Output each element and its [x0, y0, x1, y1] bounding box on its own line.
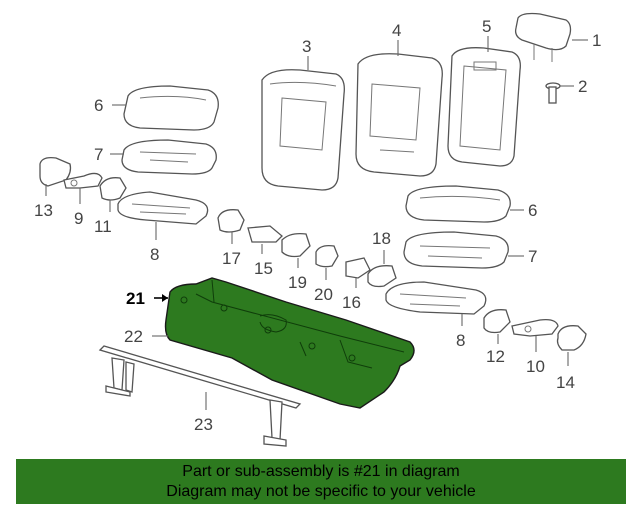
callout-7a: 7	[94, 145, 103, 164]
part-13-trim-cover[interactable]	[39, 156, 72, 187]
part-12-cover[interactable]	[483, 309, 511, 334]
callout-23: 23	[194, 415, 213, 434]
callout-8a: 8	[150, 245, 159, 264]
part-14-trim-cover[interactable]	[556, 325, 587, 351]
part-6-cushion-cover-right[interactable]	[405, 185, 511, 223]
callout-10: 10	[526, 357, 545, 376]
callout-3: 3	[302, 37, 311, 56]
callout-8b: 8	[456, 331, 465, 350]
part-21-body	[164, 277, 415, 409]
arrow-21	[162, 294, 168, 302]
part-17-cover[interactable]	[217, 209, 245, 233]
part-7-cushion-pad-right[interactable]	[403, 231, 509, 269]
callout-20: 20	[314, 285, 333, 304]
callout-9: 9	[74, 209, 83, 228]
callout-1: 1	[592, 31, 601, 50]
part-3-back-cover[interactable]	[261, 69, 345, 191]
banner-line-1: Part or sub-assembly is #21 in diagram	[182, 463, 460, 480]
callout-13: 13	[34, 201, 53, 220]
callout-15: 15	[254, 259, 273, 278]
callout-16: 16	[342, 293, 361, 312]
parts-diagram: 1 2 3 4 5 6 7 1	[34, 12, 601, 447]
part-4-back-pad[interactable]	[355, 53, 443, 177]
callout-19: 19	[288, 273, 307, 292]
callout-7b: 7	[528, 247, 537, 266]
part-15-bracket[interactable]	[247, 225, 283, 243]
part-1-headrest[interactable]	[514, 12, 572, 63]
part-7-cushion-pad-left[interactable]	[121, 139, 217, 175]
callout-11: 11	[94, 217, 112, 236]
part-2-guide[interactable]	[545, 82, 561, 104]
callout-17: 17	[222, 249, 241, 268]
callout-14: 14	[556, 373, 575, 392]
part-16-bracket[interactable]	[345, 257, 371, 279]
callout-5: 5	[482, 17, 491, 36]
callout-6a: 6	[94, 96, 103, 115]
callout-6b: 6	[528, 201, 537, 220]
part-10-hinge[interactable]	[511, 318, 559, 337]
callout-21: 21	[126, 289, 145, 308]
info-banner: Part or sub-assembly is #21 in diagram D…	[16, 459, 626, 504]
part-20-cover[interactable]	[315, 244, 339, 268]
part-9-hinge[interactable]	[63, 172, 103, 189]
callout-12: 12	[486, 347, 505, 366]
banner-line-2: Diagram may not be specific to your vehi…	[166, 483, 476, 500]
callout-4: 4	[392, 21, 401, 40]
callout-18: 18	[372, 229, 391, 248]
callout-22: 22	[124, 327, 143, 346]
callout-2: 2	[578, 77, 587, 96]
part-18-cover[interactable]	[367, 265, 397, 288]
part-8-frame-right[interactable]	[385, 281, 487, 315]
part-19-cover[interactable]	[281, 232, 311, 258]
part-23-support-rail[interactable]	[98, 345, 302, 447]
part-5-back-frame[interactable]	[447, 47, 521, 167]
part-8-frame-left[interactable]	[117, 191, 209, 225]
part-6-cushion-cover-left[interactable]	[123, 85, 219, 131]
part-21-seat-bottom-highlighted[interactable]	[164, 277, 415, 409]
part-11-cover[interactable]	[99, 177, 127, 201]
